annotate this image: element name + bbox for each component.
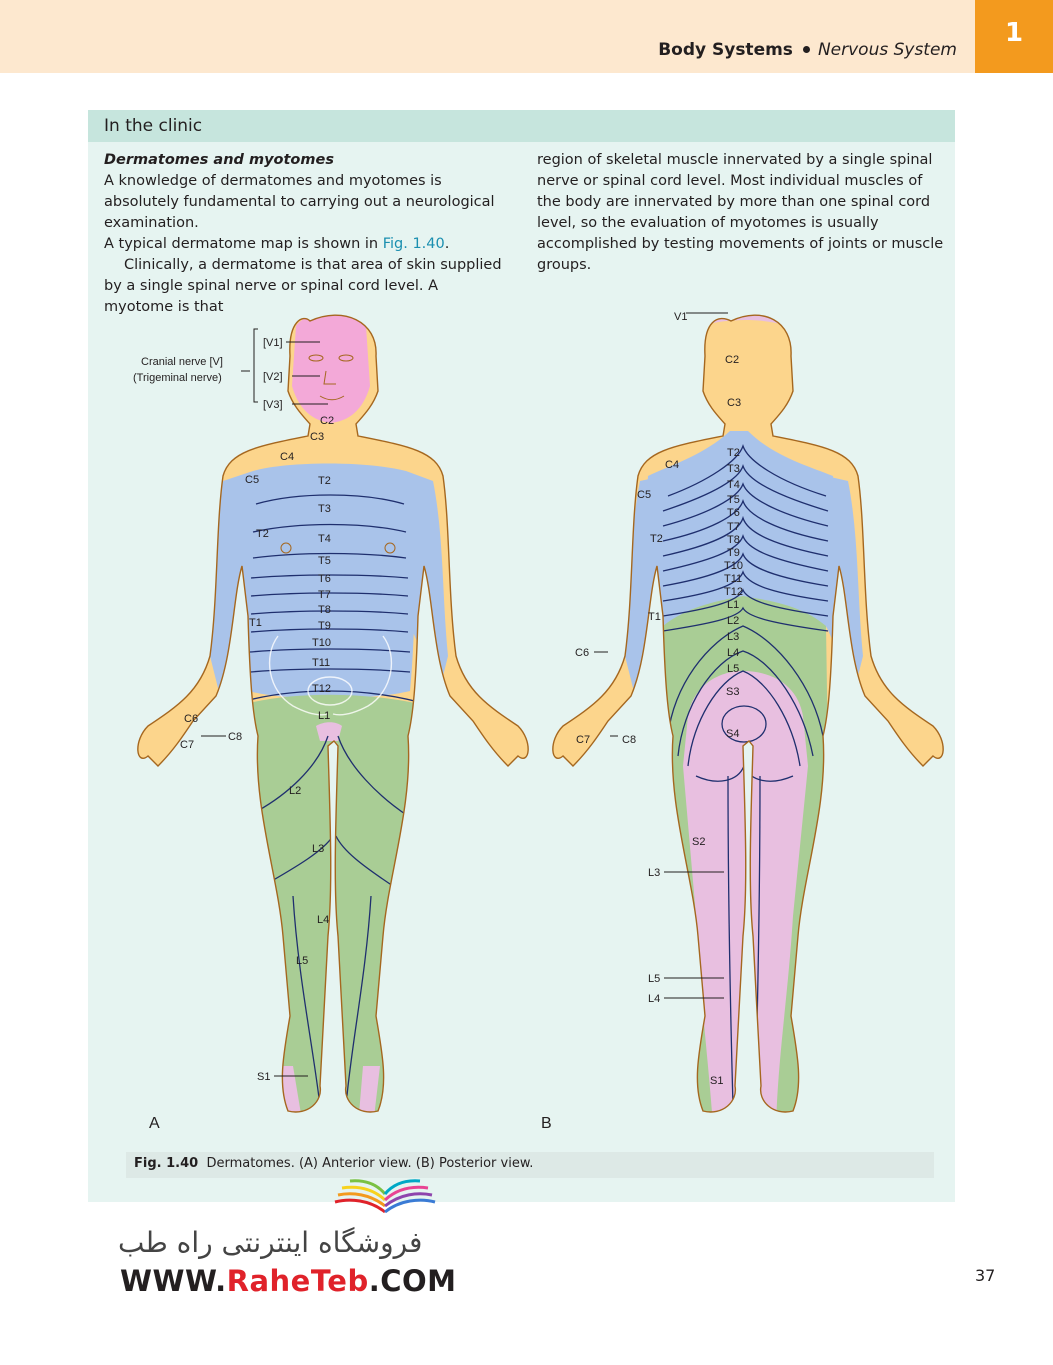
separator-dot <box>802 46 810 53</box>
p-label-l1: L1 <box>727 599 739 611</box>
paragraph-1b-end: . <box>444 236 450 252</box>
paragraph-1b-text: A typical dermatome map is shown in <box>104 236 383 252</box>
p-label-l4: L4 <box>727 647 739 659</box>
p-label-s4: S4 <box>726 728 739 740</box>
p-label-c5: C5 <box>637 489 651 501</box>
a-label-l3: L3 <box>312 843 324 855</box>
p-label-v1: V1 <box>674 311 687 323</box>
p-label-t3: T3 <box>727 463 740 475</box>
section-title: Body Systems <box>658 40 793 60</box>
p-label-c7: C7 <box>576 734 590 746</box>
watermark-url: WWW.RaheTeb.COM <box>120 1264 457 1298</box>
a-label-c3: C3 <box>310 431 324 443</box>
p-label-c3: C3 <box>727 397 741 409</box>
a-label-t10: T10 <box>312 637 331 649</box>
subheading: Dermatomes and myotomes <box>104 152 334 168</box>
watermark-persian: فروشگاه اینترنتی راه طب <box>118 1226 423 1259</box>
trigeminal-label-2: (Trigeminal nerve) <box>133 372 222 384</box>
p-label-l3: L3 <box>727 631 739 643</box>
p-label-t9: T9 <box>727 547 740 559</box>
caption-text: Dermatomes. (A) Anterior view. (B) Poste… <box>206 1156 534 1171</box>
dermatome-svg: Cranial nerve [V] (Trigeminal nerve) [V1… <box>133 311 944 1132</box>
p-label-t7: T7 <box>727 521 740 533</box>
a-label-l1: L1 <box>318 710 330 722</box>
chapter-tab: 1 <box>975 0 1053 73</box>
a-label-v3: [V3] <box>263 399 283 411</box>
p-label-t4: T4 <box>727 479 740 491</box>
watermark-url-suffix: .COM <box>368 1264 457 1298</box>
trigeminal-label-1: Cranial nerve [V] <box>141 356 223 368</box>
p-label-c4: C4 <box>665 459 679 471</box>
p-label-l5-leg: L5 <box>648 973 660 985</box>
left-column: Dermatomes and myotomes A knowledge of d… <box>104 150 504 318</box>
a-label-t6: T6 <box>318 573 331 585</box>
header-band <box>0 0 975 73</box>
panel-b-label: B <box>541 1115 552 1132</box>
book-logo-icon <box>334 1179 436 1214</box>
p-label-t12: T12 <box>724 586 743 598</box>
caption-bar <box>126 1152 934 1178</box>
a-label-t3: T3 <box>318 503 331 515</box>
figure-caption: Fig. 1.40 Dermatomes. (A) Anterior view.… <box>134 1156 533 1171</box>
paragraph-1b: A typical dermatome map is shown in Fig.… <box>104 234 504 255</box>
posterior-body <box>552 315 944 1112</box>
p-label-t5: T5 <box>727 494 740 506</box>
a-label-t5: T5 <box>318 555 331 567</box>
a-label-t8: T8 <box>318 604 331 616</box>
p-label-s1: S1 <box>710 1075 723 1087</box>
paragraph-1: A knowledge of dermatomes and myotomes i… <box>104 173 495 231</box>
a-label-l2: L2 <box>289 785 301 797</box>
p-label-t11: T11 <box>724 573 742 585</box>
right-column: region of skeletal muscle innervated by … <box>537 150 947 276</box>
a-label-t4: T4 <box>318 533 331 545</box>
panel-a-label: A <box>149 1115 160 1132</box>
clinic-box: In the clinic Dermatomes and myotomes A … <box>88 110 955 1202</box>
a-label-t11: T11 <box>312 657 330 669</box>
a-label-c6: C6 <box>184 713 198 725</box>
a-label-c7: C7 <box>180 739 194 751</box>
a-label-c2: C2 <box>320 415 334 427</box>
paragraph-2: Clinically, a dermatome is that area of … <box>104 257 502 315</box>
running-head: Body Systems Nervous System <box>658 40 957 60</box>
p-label-t2-arm: T2 <box>650 533 663 545</box>
dermatome-figure: Cranial nerve [V] (Trigeminal nerve) [V1… <box>88 296 955 1146</box>
box-title: In the clinic <box>88 110 955 142</box>
a-label-c5: C5 <box>245 474 259 486</box>
p-label-t1: T1 <box>648 611 661 623</box>
watermark-url-brand: RaheTeb <box>226 1264 369 1298</box>
p-label-t2: T2 <box>727 447 740 459</box>
a-label-t12: T12 <box>312 683 331 695</box>
p-label-s3: S3 <box>726 686 739 698</box>
figure-link[interactable]: Fig. 1.40 <box>382 236 445 252</box>
p-label-t6: T6 <box>727 507 740 519</box>
p-label-l5: L5 <box>727 663 739 675</box>
p-label-l4-leg: L4 <box>648 993 660 1005</box>
a-label-c8: C8 <box>228 731 242 743</box>
a-label-l5: L5 <box>296 955 308 967</box>
a-label-s1: S1 <box>257 1071 270 1083</box>
a-label-t2-arm: T2 <box>256 528 269 540</box>
paragraph-3: region of skeletal muscle innervated by … <box>537 152 944 273</box>
a-label-t2: T2 <box>318 475 331 487</box>
subsection-title: Nervous System <box>817 40 957 60</box>
p-label-t8: T8 <box>727 534 740 546</box>
watermark-url-prefix: WWW. <box>120 1264 227 1298</box>
page-number: 37 <box>975 1266 996 1285</box>
a-label-l4: L4 <box>317 914 329 926</box>
p-label-l3-leg: L3 <box>648 867 660 879</box>
a-label-v1: [V1] <box>263 337 283 349</box>
a-label-t1: T1 <box>249 617 262 629</box>
a-label-c4: C4 <box>280 451 294 463</box>
p-label-s2: S2 <box>692 836 705 848</box>
a-label-v2: [V2] <box>263 371 283 383</box>
chapter-number: 1 <box>1004 17 1024 48</box>
p-label-c8: C8 <box>622 734 636 746</box>
p-label-c6: C6 <box>575 647 589 659</box>
p-label-c2: C2 <box>725 354 739 366</box>
a-label-t7: T7 <box>318 589 331 601</box>
p-label-l2: L2 <box>727 615 739 627</box>
a-label-t9: T9 <box>318 620 331 632</box>
p-label-t10: T10 <box>724 560 743 572</box>
caption-label: Fig. 1.40 <box>134 1156 199 1171</box>
